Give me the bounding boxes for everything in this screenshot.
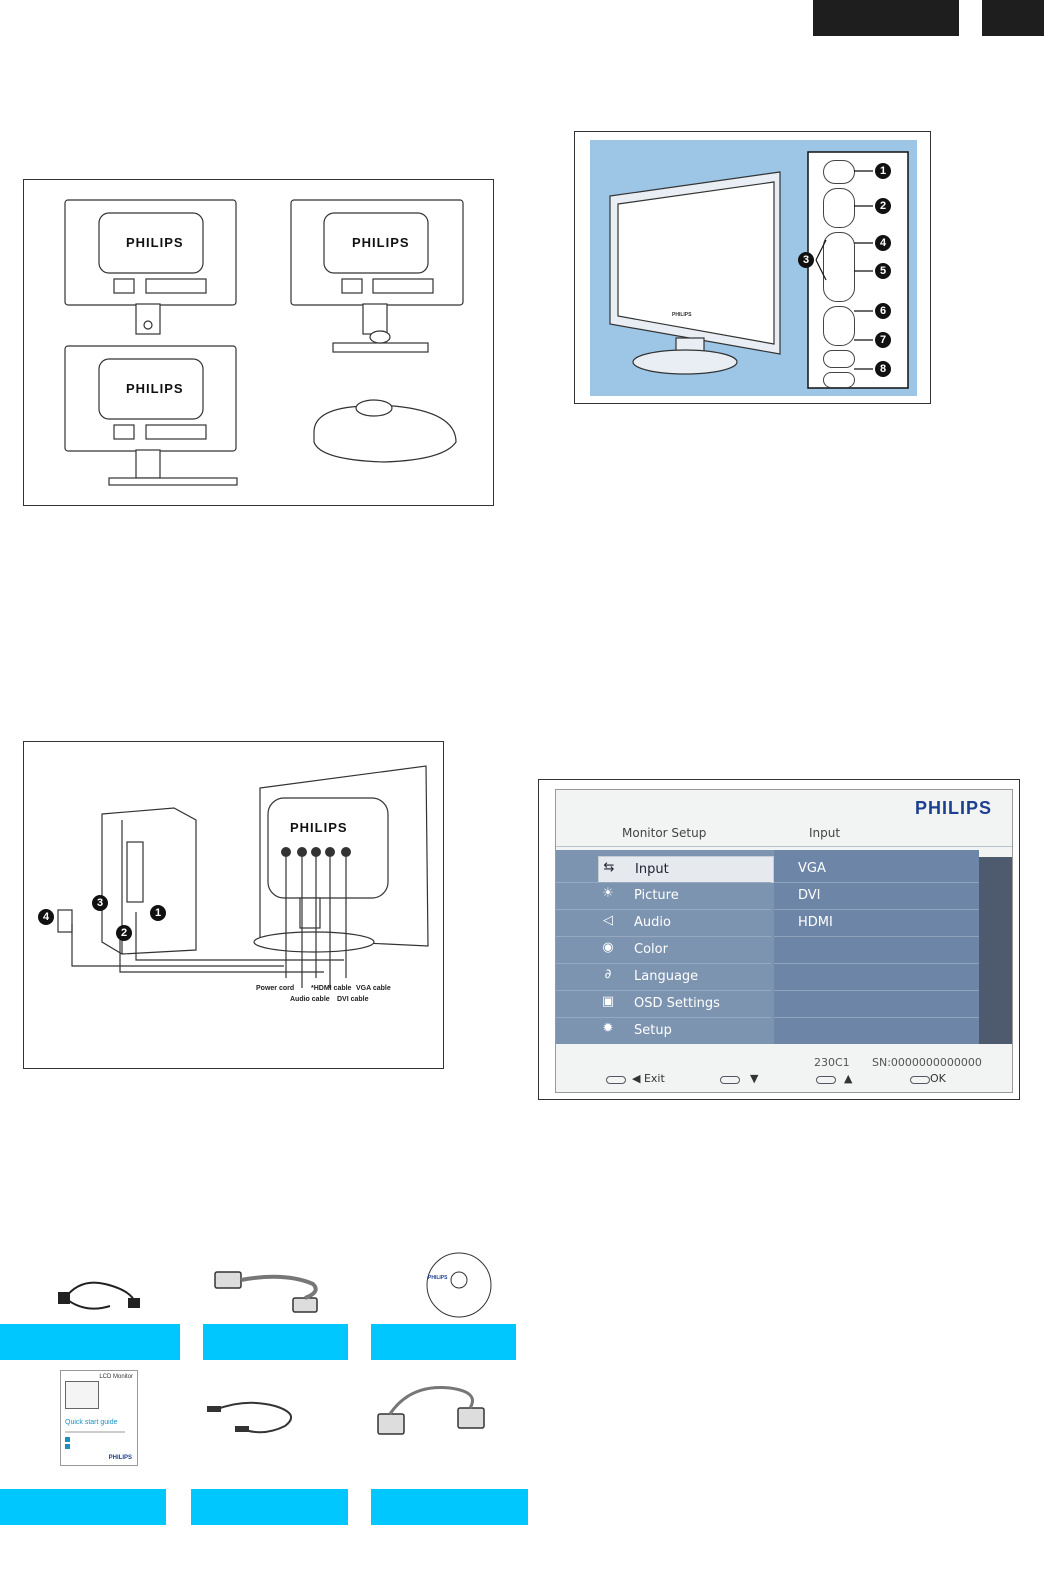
connection-marker-1: 1 bbox=[150, 905, 166, 921]
osd-menu-item-input[interactable]: ⇆ Input bbox=[598, 856, 774, 883]
osd-scroll-edge bbox=[979, 857, 1012, 1044]
nav-up-down-icon bbox=[823, 232, 855, 302]
input-button-icon bbox=[823, 188, 855, 228]
label-power-cord: Power cord bbox=[256, 985, 295, 992]
vga-cable-icon bbox=[214, 1271, 318, 1313]
stand-logo-3: PHILIPS bbox=[126, 381, 184, 396]
picture-icon: ☀ bbox=[602, 886, 614, 901]
osd-menu-item-color[interactable]: ◉ Color bbox=[598, 937, 772, 962]
stand-logo-2: PHILIPS bbox=[352, 235, 410, 250]
osd-model: 230C1 bbox=[814, 1056, 850, 1069]
input-icon: ⇆ bbox=[603, 860, 615, 875]
guide-monitor-image bbox=[65, 1381, 99, 1409]
connection-monitor-logo: PHILIPS bbox=[290, 820, 348, 835]
connection-marker-3: 3 bbox=[92, 895, 108, 911]
header-tab-left bbox=[813, 0, 959, 36]
color-icon: ◉ bbox=[602, 940, 614, 955]
stand-assembly-illustration bbox=[64, 199, 464, 486]
down-key-icon bbox=[720, 1076, 740, 1084]
callout-4: 4 bbox=[875, 235, 891, 251]
osd-menu-item-osd-settings[interactable]: ▣ OSD Settings bbox=[598, 991, 772, 1016]
osd-brand-logo: PHILIPS bbox=[914, 798, 992, 818]
osd-footer-down[interactable]: ▼ bbox=[750, 1072, 759, 1085]
osd-menu-item-language[interactable]: ∂ Language bbox=[598, 964, 772, 989]
callout-7: 7 bbox=[875, 332, 891, 348]
callout-1: 1 bbox=[875, 163, 891, 179]
setup-icon: ✹ bbox=[602, 1021, 614, 1036]
ok-key-icon bbox=[910, 1076, 930, 1084]
osd-header-left: Monitor Setup bbox=[622, 826, 707, 840]
auto-back-icon bbox=[823, 306, 855, 346]
label-dvi-cable: DVI cable bbox=[337, 996, 369, 1003]
stand-logo-1: PHILIPS bbox=[126, 235, 184, 250]
monitor-front-illustration bbox=[609, 151, 909, 389]
callout-3: 3 bbox=[798, 252, 814, 268]
cd-rom-icon bbox=[426, 1252, 492, 1318]
osd-values-panel: VGA DVI HDMI bbox=[774, 850, 979, 1044]
audio-button-icon bbox=[823, 350, 855, 368]
connection-marker-4: 4 bbox=[38, 909, 54, 925]
osd-screen: PHILIPS Monitor Setup Input ⇆ Input ☀ Pi… bbox=[555, 789, 1013, 1093]
dvi-cable-icon bbox=[377, 1386, 485, 1435]
guide-heading: Quick start guide bbox=[65, 1419, 118, 1426]
quick-start-guide-icon: LCD Monitor Quick start guide PHILIPS bbox=[60, 1370, 138, 1466]
callout-leaders bbox=[815, 170, 873, 370]
stand-assembly-figure: PHILIPS PHILIPS PHILIPS bbox=[23, 179, 494, 506]
osd-footer-exit[interactable]: ◀ Exit bbox=[632, 1072, 665, 1085]
accessory-band-4 bbox=[0, 1489, 166, 1525]
osd-value-vga[interactable]: VGA bbox=[798, 861, 826, 876]
label-vga-cable: VGA cable bbox=[356, 985, 391, 992]
front-controls-figure: PHILIPS 1 2 3 4 5 6 7 bbox=[574, 131, 931, 404]
audio-cable-icon bbox=[207, 1401, 293, 1434]
power-button-icon bbox=[823, 160, 855, 184]
osd-serial: SN:0000000000000 bbox=[872, 1056, 982, 1069]
osd-footer-up[interactable]: ▲ bbox=[844, 1072, 853, 1085]
power-cord-icon bbox=[58, 1281, 140, 1310]
osd-value-hdmi[interactable]: HDMI bbox=[798, 915, 833, 930]
accessory-band-2 bbox=[203, 1324, 348, 1360]
osd-value-dvi[interactable]: DVI bbox=[798, 888, 821, 903]
osd-menu-item-picture[interactable]: ☀ Picture bbox=[598, 883, 772, 908]
osd-footer-ok[interactable]: OK bbox=[930, 1072, 946, 1085]
osd-menu-item-audio[interactable]: ◁ Audio bbox=[598, 910, 772, 935]
label-hdmi-cable: *HDMI cable bbox=[311, 985, 352, 992]
label-audio-cable: Audio cable bbox=[290, 996, 330, 1003]
header-tab-right bbox=[982, 0, 1044, 36]
osd-settings-icon: ▣ bbox=[601, 994, 615, 1009]
accessory-band-1 bbox=[0, 1324, 180, 1360]
guide-logo: PHILIPS bbox=[108, 1455, 132, 1461]
accessory-band-3 bbox=[371, 1324, 516, 1360]
callout-6: 6 bbox=[875, 303, 891, 319]
callout-2: 2 bbox=[875, 198, 891, 214]
accessory-band-5 bbox=[191, 1489, 348, 1525]
menu-button-icon bbox=[823, 372, 855, 388]
callout-8: 8 bbox=[875, 361, 891, 377]
osd-menu-item-setup[interactable]: ✹ Setup bbox=[598, 1018, 772, 1043]
monitor-front-logo: PHILIPS bbox=[672, 312, 692, 318]
guide-title: LCD Monitor bbox=[99, 1374, 133, 1380]
language-icon: ∂ bbox=[604, 967, 612, 982]
accessory-band-6 bbox=[371, 1489, 528, 1525]
audio-icon: ◁ bbox=[603, 913, 613, 928]
exit-key-icon bbox=[606, 1076, 626, 1084]
connection-illustration bbox=[57, 765, 429, 988]
osd-menu-figure: PHILIPS Monitor Setup Input ⇆ Input ☀ Pi… bbox=[538, 779, 1020, 1100]
controls-diagram-bg: PHILIPS 1 2 3 4 5 6 7 bbox=[590, 140, 917, 396]
connection-marker-2: 2 bbox=[116, 925, 132, 941]
up-key-icon bbox=[816, 1076, 836, 1084]
osd-divider bbox=[556, 846, 1012, 847]
cd-logo: PHILIPS bbox=[428, 1275, 448, 1281]
connection-figure: PHILIPS 1 2 3 4 Power cord Audio cable *… bbox=[23, 741, 444, 1069]
callout-5: 5 bbox=[875, 263, 891, 279]
osd-menu-panel: ⇆ Input ☀ Picture ◁ Audio ◉ Color ∂ Lang… bbox=[556, 850, 979, 1044]
osd-header-right: Input bbox=[809, 826, 841, 840]
